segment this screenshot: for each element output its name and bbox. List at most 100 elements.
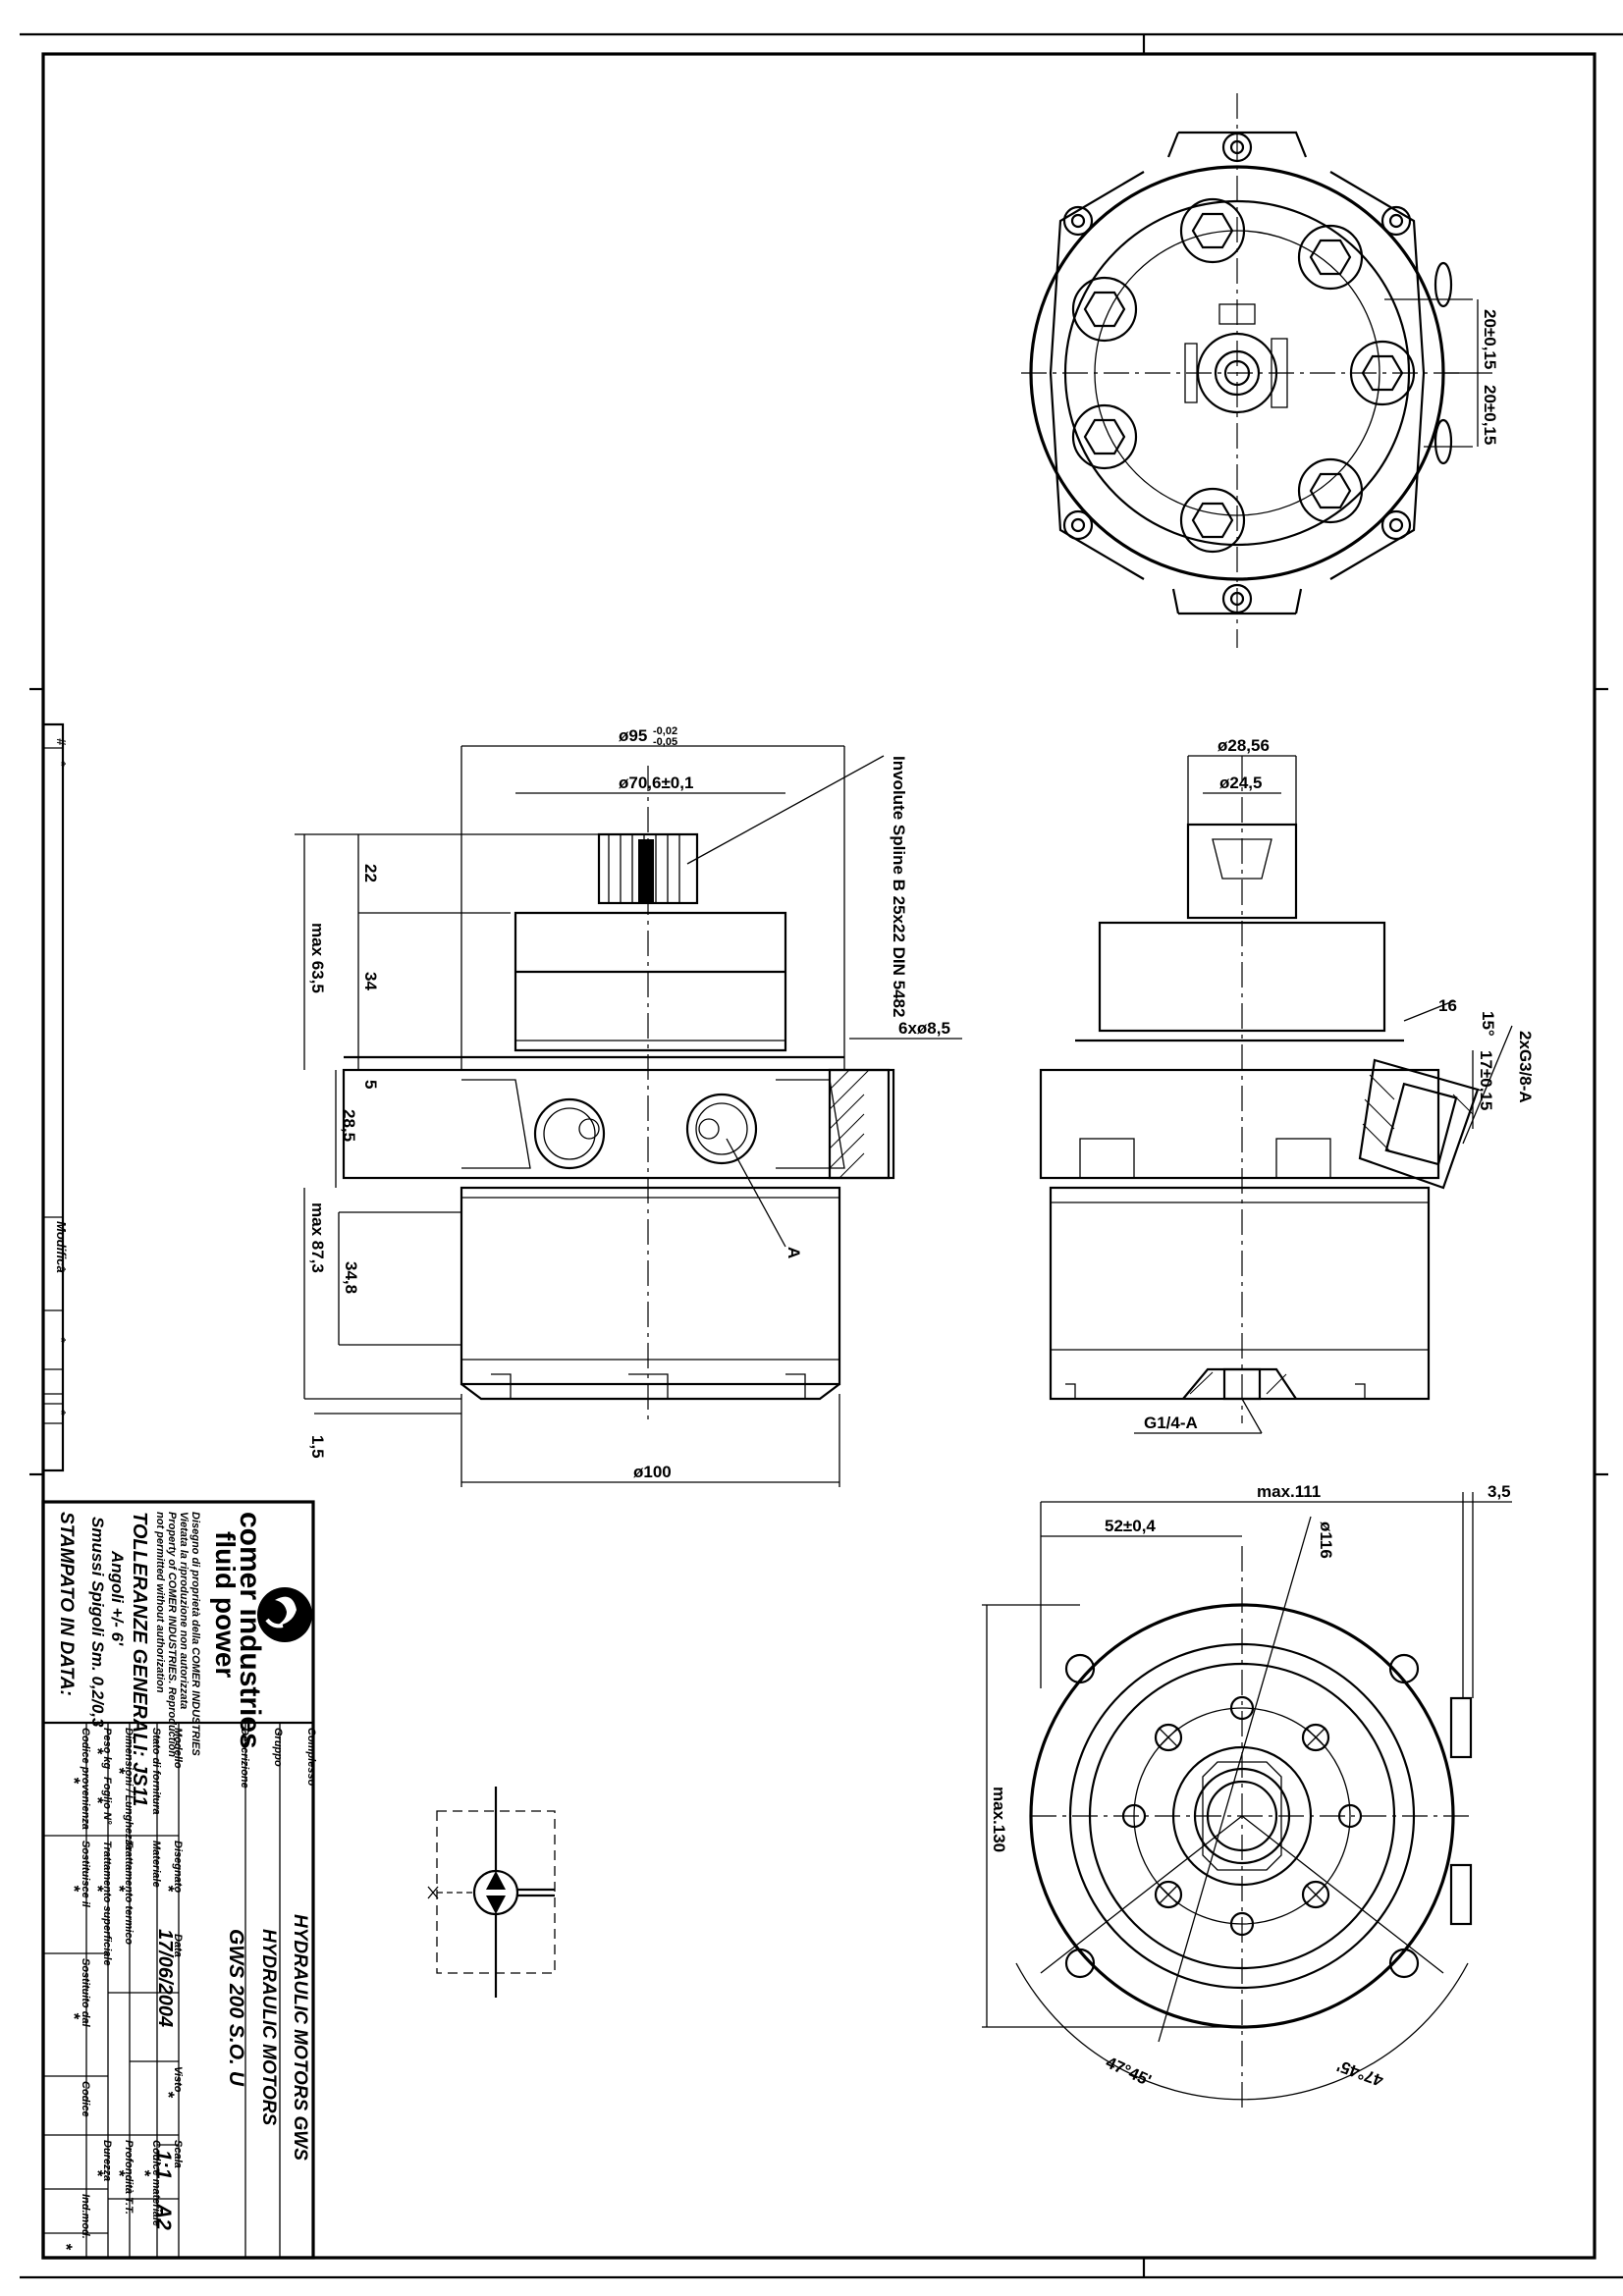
data-label: Data xyxy=(172,1934,184,1957)
title-block: comer industries fluid power Disegno di … xyxy=(41,1500,317,2260)
dim-h34: 34 xyxy=(361,972,380,990)
section-A: A xyxy=(784,1247,803,1258)
dim-d16: 16 xyxy=(1438,996,1457,1015)
company-notice-2: Vietata la riproduzione non autorizzata xyxy=(178,1512,189,1709)
dim-spline: Involute Spline B 25x22 DIN 5482 xyxy=(890,756,908,1017)
provenienza-star: * xyxy=(65,1777,83,1785)
sostituito-label: Sostituito dal xyxy=(80,1958,91,2028)
gruppo-label: Gruppo xyxy=(272,1728,284,1767)
peso-label: Peso kg xyxy=(101,1728,113,1769)
dim-d95: ø95 xyxy=(619,726,647,745)
tolerance-title: TOLLERANZE GENERALI: JS11 xyxy=(129,1512,150,1806)
dim-d2856: ø28,56 xyxy=(1217,736,1270,755)
dim-p20b: 20±0,15 xyxy=(1481,385,1499,445)
formato-value: A2 xyxy=(152,2203,175,2230)
revision-strip: # * Modifica * * * xyxy=(41,722,69,1472)
sostituisce-label: Sostituisce il xyxy=(80,1841,91,1908)
dim-h17: 17±0,15 xyxy=(1477,1050,1495,1110)
gruppo-value: HYDRAULIC MOTORS xyxy=(258,1929,279,2126)
profondita-label: Profondità T.T. xyxy=(123,2140,135,2215)
peso-star: * xyxy=(88,1747,107,1755)
sostituito-star: * xyxy=(65,2012,83,2020)
durezza-star: * xyxy=(88,2169,107,2177)
disegnato-label: Disegnato xyxy=(172,1841,184,1893)
dim-max635: max 63,5 xyxy=(308,923,327,993)
rev-star-4: * xyxy=(54,1410,69,1415)
dim-d100: ø100 xyxy=(633,1463,672,1481)
dim-d706: ø70,6±0,1 xyxy=(619,774,693,792)
side-view: ø28,56 ø24,5 16 15° 17±0,15 2xG3/8-A G1/… xyxy=(1039,736,1535,1434)
company-name-2: fluid power xyxy=(210,1531,241,1678)
materiale-label: Materiale xyxy=(150,1841,162,1888)
dim-d95-dn: -0,05 xyxy=(653,736,677,748)
dim-h348: 34,8 xyxy=(342,1261,360,1294)
dim-d116: ø116 xyxy=(1317,1522,1335,1559)
disegnato-value: * xyxy=(159,1885,178,1893)
rev-modifica: Modifica xyxy=(54,1221,69,1273)
indice-star: * xyxy=(57,2243,76,2251)
front-view: ø95 -0,02 -0,05 ø70,6±0,1 Involute Splin… xyxy=(295,725,962,1487)
company-name-1: comer industries xyxy=(234,1512,266,1749)
profondita-star: * xyxy=(110,2169,129,2177)
dim-h22: 22 xyxy=(361,864,380,882)
stato-label: Stato di fornitura xyxy=(150,1728,162,1815)
dim-ang1: 47°45' xyxy=(1103,2053,1154,2090)
dim-d95-up: -0,02 xyxy=(653,725,677,737)
dim-h5: 5 xyxy=(361,1080,380,1089)
dim-d35: 3,5 xyxy=(1488,1482,1511,1501)
dim-ang2: 47°45' xyxy=(1334,2056,1385,2091)
dim-h15: 1,5 xyxy=(308,1435,327,1459)
print-date: STAMPATO IN DATA: xyxy=(56,1512,77,1696)
company-notice-4: not permitted without authorization xyxy=(154,1512,166,1693)
scala-value: 1:1 xyxy=(152,2150,175,2179)
descrizione-label: Descrizione xyxy=(239,1728,250,1789)
ts-label: Trattamento superficiale xyxy=(101,1841,113,1966)
dimensioni-label: Dimensioni / Lunghezza xyxy=(123,1728,135,1850)
indice-label: Ind.mod. xyxy=(80,2194,91,2239)
dim-a15: 15° xyxy=(1479,1011,1497,1037)
sostituisce-star: * xyxy=(65,1885,83,1893)
provenienza-label: Codice provenienza xyxy=(80,1728,91,1830)
foglio-label: Foglio N° xyxy=(101,1777,113,1825)
dim-h285: 28,5 xyxy=(340,1109,358,1142)
bolt-heads xyxy=(1071,197,1416,554)
hydraulic-motor-symbol xyxy=(427,1787,556,1998)
rev-star-2: * xyxy=(54,1266,69,1272)
ts-star: * xyxy=(88,1885,107,1893)
codice-label: Codice xyxy=(80,2081,91,2117)
bottom-view: max.111 3,5 52±0,4 ø116 max.130 47°45' 4… xyxy=(982,1482,1512,2110)
visto-label: Visto xyxy=(172,2066,184,2093)
data-value: 17/06/2004 xyxy=(154,1929,176,2027)
tt-label: Trattamento termico xyxy=(123,1841,135,1945)
dim-d52: 52±0,4 xyxy=(1105,1517,1156,1535)
tt-star: * xyxy=(110,1885,129,1893)
modello-label: Modello xyxy=(172,1728,184,1769)
company-logo xyxy=(257,1587,312,1642)
dim-max130: max.130 xyxy=(990,1787,1008,1852)
rev-star-3: * xyxy=(54,1337,69,1343)
foglio-star: * xyxy=(88,1796,107,1804)
durezza-label: Durezza xyxy=(101,2140,113,2181)
dim-port-drain: G1/4-A xyxy=(1144,1414,1198,1432)
dim-max111: max.111 xyxy=(1257,1482,1321,1501)
descrizione-value: GWS 200 S.O. U xyxy=(225,1929,247,2087)
dim-max873: max 87,3 xyxy=(308,1202,327,1273)
complesso-label: Complesso xyxy=(305,1728,317,1787)
top-view: 20±0,15 20±0,15 xyxy=(1021,93,1499,648)
complesso-value: HYDRAULIC MOTORS GWS xyxy=(290,1914,310,2161)
dim-p20a: 20±0,15 xyxy=(1481,309,1499,369)
company-notice-3: Property of COMER INDUSTRIES. Reproducti… xyxy=(166,1512,178,1757)
dimensioni-star: * xyxy=(110,1767,129,1775)
codice-materiale-label: Codice materiale xyxy=(150,2140,162,2226)
dim-port-main: 2xG3/8-A xyxy=(1516,1031,1535,1103)
tolerance-chamfers: Smussi Spigoli Sm. 0,2/0,3 xyxy=(88,1517,107,1728)
visto-value: * xyxy=(159,2091,178,2099)
codice-materiale-star: * xyxy=(135,2169,154,2177)
scala-label: Scala xyxy=(172,2140,184,2168)
company-notice-1: Disegno di proprietà della COMER INDUSTR… xyxy=(189,1512,201,1756)
rev-star-1: * xyxy=(54,761,69,767)
dim-holes: 6xø8,5 xyxy=(898,1019,950,1038)
dim-d245: ø24,5 xyxy=(1219,774,1262,792)
rev-hash: # xyxy=(54,738,69,746)
